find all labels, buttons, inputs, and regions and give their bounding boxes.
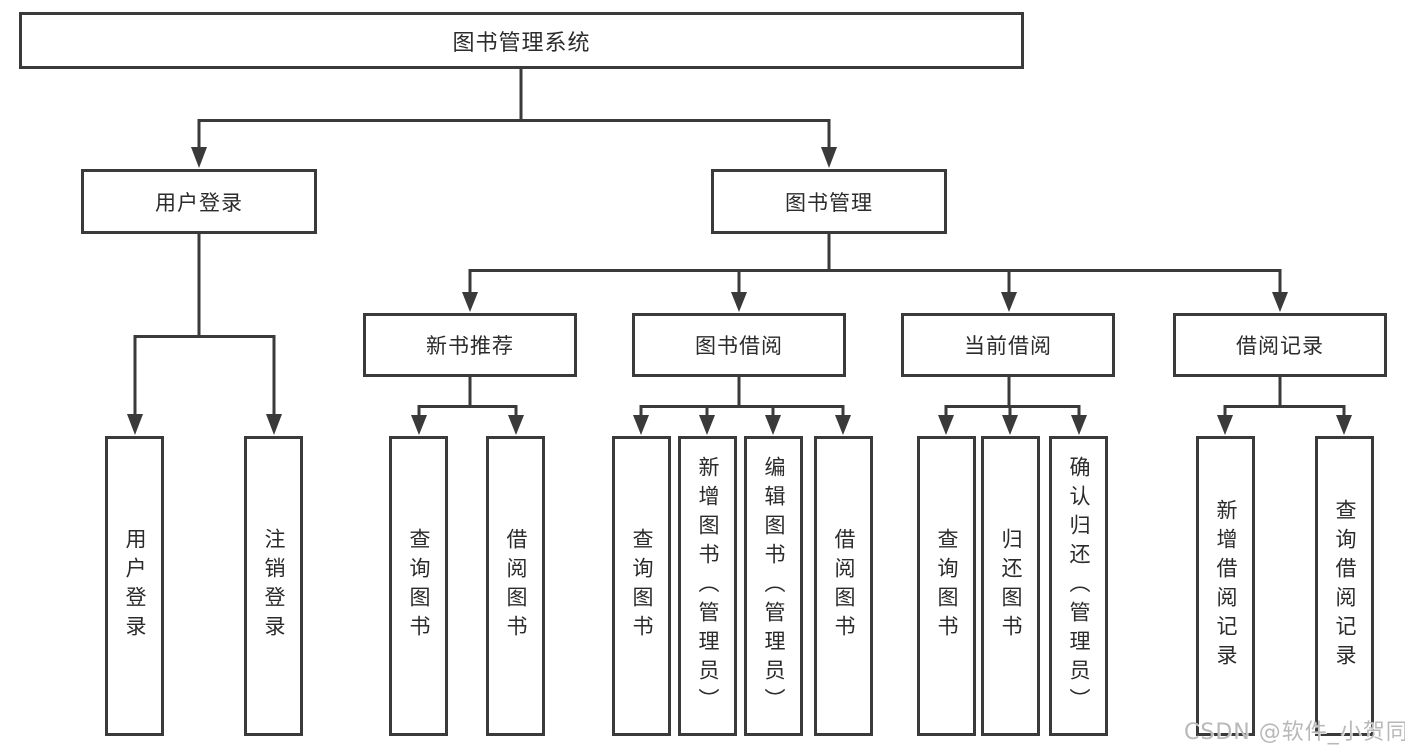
leaf-user-login-label: 用户登录 xyxy=(123,528,147,644)
leaf-query-book-borrow: 查询图书 xyxy=(612,436,671,736)
leaf-query-book-recommend-label: 查询图书 xyxy=(407,528,431,644)
leaf-add-book-admin: 新增图书（管理员） xyxy=(678,436,737,736)
leaf-user-login: 用户登录 xyxy=(105,436,164,736)
leaf-edit-book-admin: 编辑图书（管理员） xyxy=(744,436,803,736)
node-user-login: 用户登录 xyxy=(81,169,317,234)
leaf-logout-label: 注销登录 xyxy=(262,528,286,644)
leaf-return-book-label: 归还图书 xyxy=(999,528,1023,644)
node-borrow-records: 借阅记录 xyxy=(1173,313,1387,377)
leaf-add-book-admin-label: 新增图书（管理员） xyxy=(696,455,720,717)
leaf-query-book-recommend: 查询图书 xyxy=(389,436,448,736)
leaf-query-borrow-record-label: 查询借阅记录 xyxy=(1333,499,1357,673)
leaf-borrow-book: 借阅图书 xyxy=(814,436,873,736)
leaf-logout: 注销登录 xyxy=(244,436,303,736)
leaf-add-borrow-record: 新增借阅记录 xyxy=(1196,436,1255,736)
node-book-borrowing: 图书借阅 xyxy=(632,313,846,377)
leaf-borrow-book-label: 借阅图书 xyxy=(832,528,856,644)
leaf-query-book-borrow-label: 查询图书 xyxy=(630,528,654,644)
leaf-query-book-current: 查询图书 xyxy=(917,436,976,736)
leaf-borrow-book-recommend-label: 借阅图书 xyxy=(504,528,528,644)
leaf-query-borrow-record: 查询借阅记录 xyxy=(1315,436,1374,736)
node-root: 图书管理系统 xyxy=(19,12,1024,69)
leaf-confirm-return-admin-label: 确认归还（管理员） xyxy=(1067,455,1091,717)
leaf-confirm-return-admin: 确认归还（管理员） xyxy=(1049,436,1108,736)
leaf-edit-book-admin-label: 编辑图书（管理员） xyxy=(762,455,786,717)
leaf-query-book-current-label: 查询图书 xyxy=(935,528,959,644)
leaf-add-borrow-record-label: 新增借阅记录 xyxy=(1214,499,1238,673)
node-new-book-recommend: 新书推荐 xyxy=(363,313,577,377)
leaf-borrow-book-recommend: 借阅图书 xyxy=(486,436,545,736)
node-current-borrowing: 当前借阅 xyxy=(901,313,1115,377)
csdn-watermark: CSDN @软件_小贺同学 xyxy=(1184,720,1405,745)
node-book-management: 图书管理 xyxy=(711,169,947,234)
leaf-return-book: 归还图书 xyxy=(981,436,1040,736)
